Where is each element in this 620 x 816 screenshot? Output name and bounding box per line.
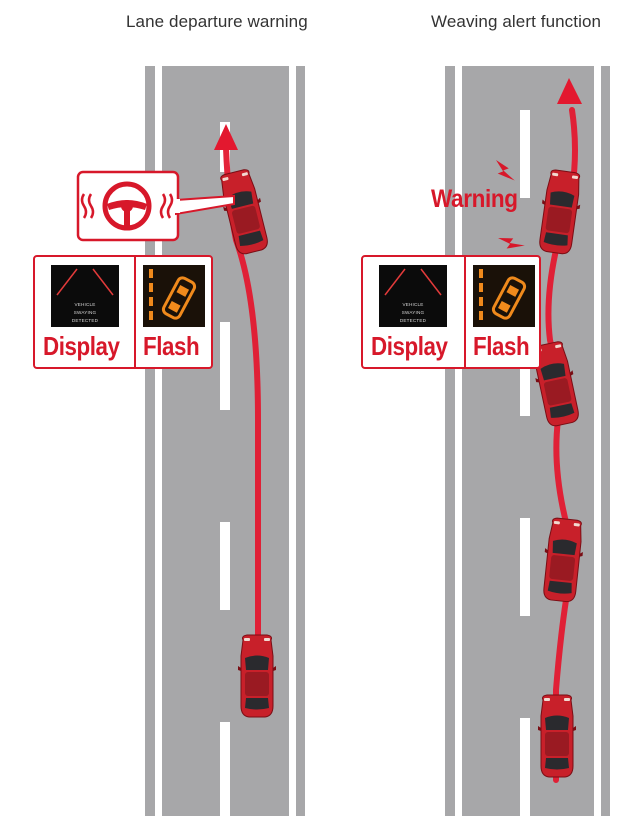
right-car-1 [538,695,576,777]
screen-line-3: DETECTED [51,317,119,324]
display-label: Display [371,331,448,362]
warning-label: Warning [431,185,518,214]
right-info-panel: VEHICLE SWAYING DETECTED Display Flash [361,255,541,369]
screen-line-3: DETECTED [379,317,447,324]
left-car-bottom [238,635,276,717]
display-screen-icon: VEHICLE SWAYING DETECTED [379,265,447,327]
display-screen-icon: VEHICLE SWAYING DETECTED [51,265,119,327]
right-road [445,66,610,816]
flash-label: Flash [143,331,199,362]
caption-lane-departure: Lane departure warning [126,12,308,32]
lane-departure-car-icon [143,265,205,327]
panel-divider [134,257,136,367]
left-info-panel: VEHICLE SWAYING DETECTED Display Flash [33,255,213,369]
panel-divider [464,257,466,367]
flash-label: Flash [473,331,529,362]
screen-line-1: VEHICLE [379,301,447,308]
screen-line-2: SWAYING [379,309,447,316]
lane-departure-car-icon [473,265,535,327]
caption-weaving-alert: Weaving alert function [431,12,601,32]
screen-line-2: SWAYING [51,309,119,316]
screen-line-1: VEHICLE [51,301,119,308]
display-label: Display [43,331,120,362]
